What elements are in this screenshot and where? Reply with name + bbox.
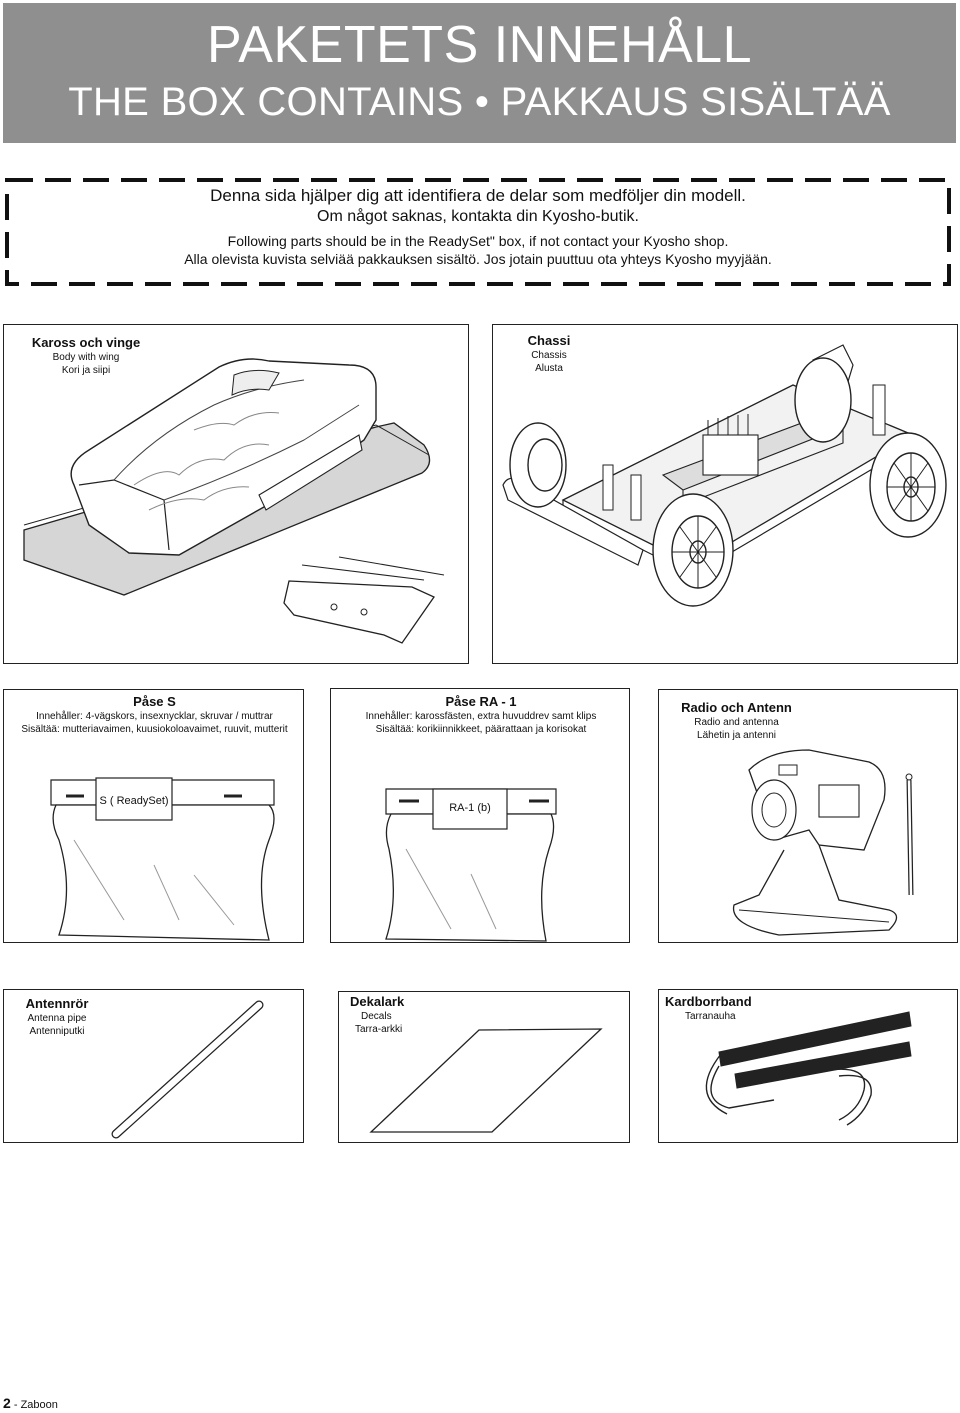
page-title: PAKETETS INNEHÅLL: [206, 16, 753, 74]
bag-tag: S ( ReadySet): [99, 795, 169, 807]
notice-line: Denna sida hjälper dig att identifiera d…: [210, 186, 746, 205]
velcro-strap-illustration: [705, 1011, 912, 1126]
notice-box: Denna sida hjälper dig att identifiera d…: [5, 178, 951, 286]
notice-line: Following parts should be in the ReadySe…: [227, 233, 729, 249]
notice-line: Om något saknas, kontakta din Kyosho-but…: [317, 208, 639, 225]
item-title: Påse S: [133, 694, 176, 709]
radio-illustration: [732, 749, 914, 936]
chassis-illustration: [502, 344, 947, 607]
page-header: PAKETETS INNEHÅLL THE BOX CONTAINS • PAK…: [3, 3, 956, 143]
item-en: Chassis: [531, 350, 567, 361]
item-fi: Lähetin ja antenni: [697, 730, 776, 741]
item-velcro: Kardborrband Tarranauha: [658, 989, 958, 1143]
item-bag-s: Påse S Innehåller: 4-vägskors, insexnyck…: [3, 689, 304, 943]
item-title: Chassi: [527, 333, 571, 348]
page-number: 2: [3, 1395, 11, 1411]
item-antenna-pipe: Antennrör Antenna pipe Antenniputki: [3, 989, 304, 1143]
item-en: Body with wing: [52, 352, 120, 363]
body-wing-illustration: [23, 358, 445, 644]
dashed-border: [5, 178, 951, 286]
item-en: Antenna pipe: [27, 1013, 87, 1024]
item-body-with-wing: Kaross och vinge Body with wing Kori ja …: [3, 324, 469, 664]
item-chassis: Chassi Chassis Alusta: [492, 324, 958, 664]
item-title: Dekalark: [350, 994, 405, 1009]
notice-line: Alla olevista kuvista selviää pakkauksen…: [184, 251, 772, 267]
item-radio: Radio och Antenn Radio and antenna Lähet…: [658, 689, 958, 943]
item-sv: Innehåller: 4-vägskors, insexnycklar, sk…: [36, 711, 273, 722]
item-en: Radio and antenna: [694, 717, 779, 728]
bag-tag: RA-1 (b): [449, 802, 491, 814]
item-fi: Tarranauha: [685, 1011, 736, 1022]
item-title: Antennrör: [25, 996, 89, 1011]
decal-sheet-illustration: [369, 1028, 603, 1133]
item-fi: Kori ja siipi: [61, 365, 111, 376]
item-en: Decals: [361, 1011, 392, 1022]
bag-s-illustration: [50, 777, 275, 941]
item-fi: Tarra-arkki: [355, 1024, 403, 1035]
page-label: - Zaboon: [13, 1399, 58, 1411]
item-title: Kardborrband: [665, 994, 752, 1009]
antenna-pipe-illustration: [111, 1000, 264, 1139]
bag-ra-illustration: [385, 788, 557, 942]
item-fi: Sisältää: korikiinnikkeet, päärattaan ja…: [375, 724, 587, 735]
item-fi: Sisältää: mutteriavaimen, kuusiokoloavai…: [21, 724, 288, 735]
item-decals: Dekalark Decals Tarra-arkki: [338, 991, 630, 1143]
item-title: Kaross och vinge: [31, 335, 141, 350]
item-bag-ra: Påse RA - 1 Innehåller: karossfästen, ex…: [330, 688, 630, 943]
item-fi: Alusta: [535, 363, 563, 374]
item-sv: Innehåller: karossfästen, extra huvuddre…: [365, 711, 597, 722]
item-fi: Antenniputki: [29, 1026, 85, 1037]
item-title: Radio och Antenn: [681, 700, 792, 715]
item-title: Påse RA - 1: [445, 694, 517, 709]
page-footer: 2 - Zaboon: [3, 1395, 58, 1411]
page-subtitle: THE BOX CONTAINS • PAKKAUS SISÄLTÄÄ: [68, 80, 891, 124]
